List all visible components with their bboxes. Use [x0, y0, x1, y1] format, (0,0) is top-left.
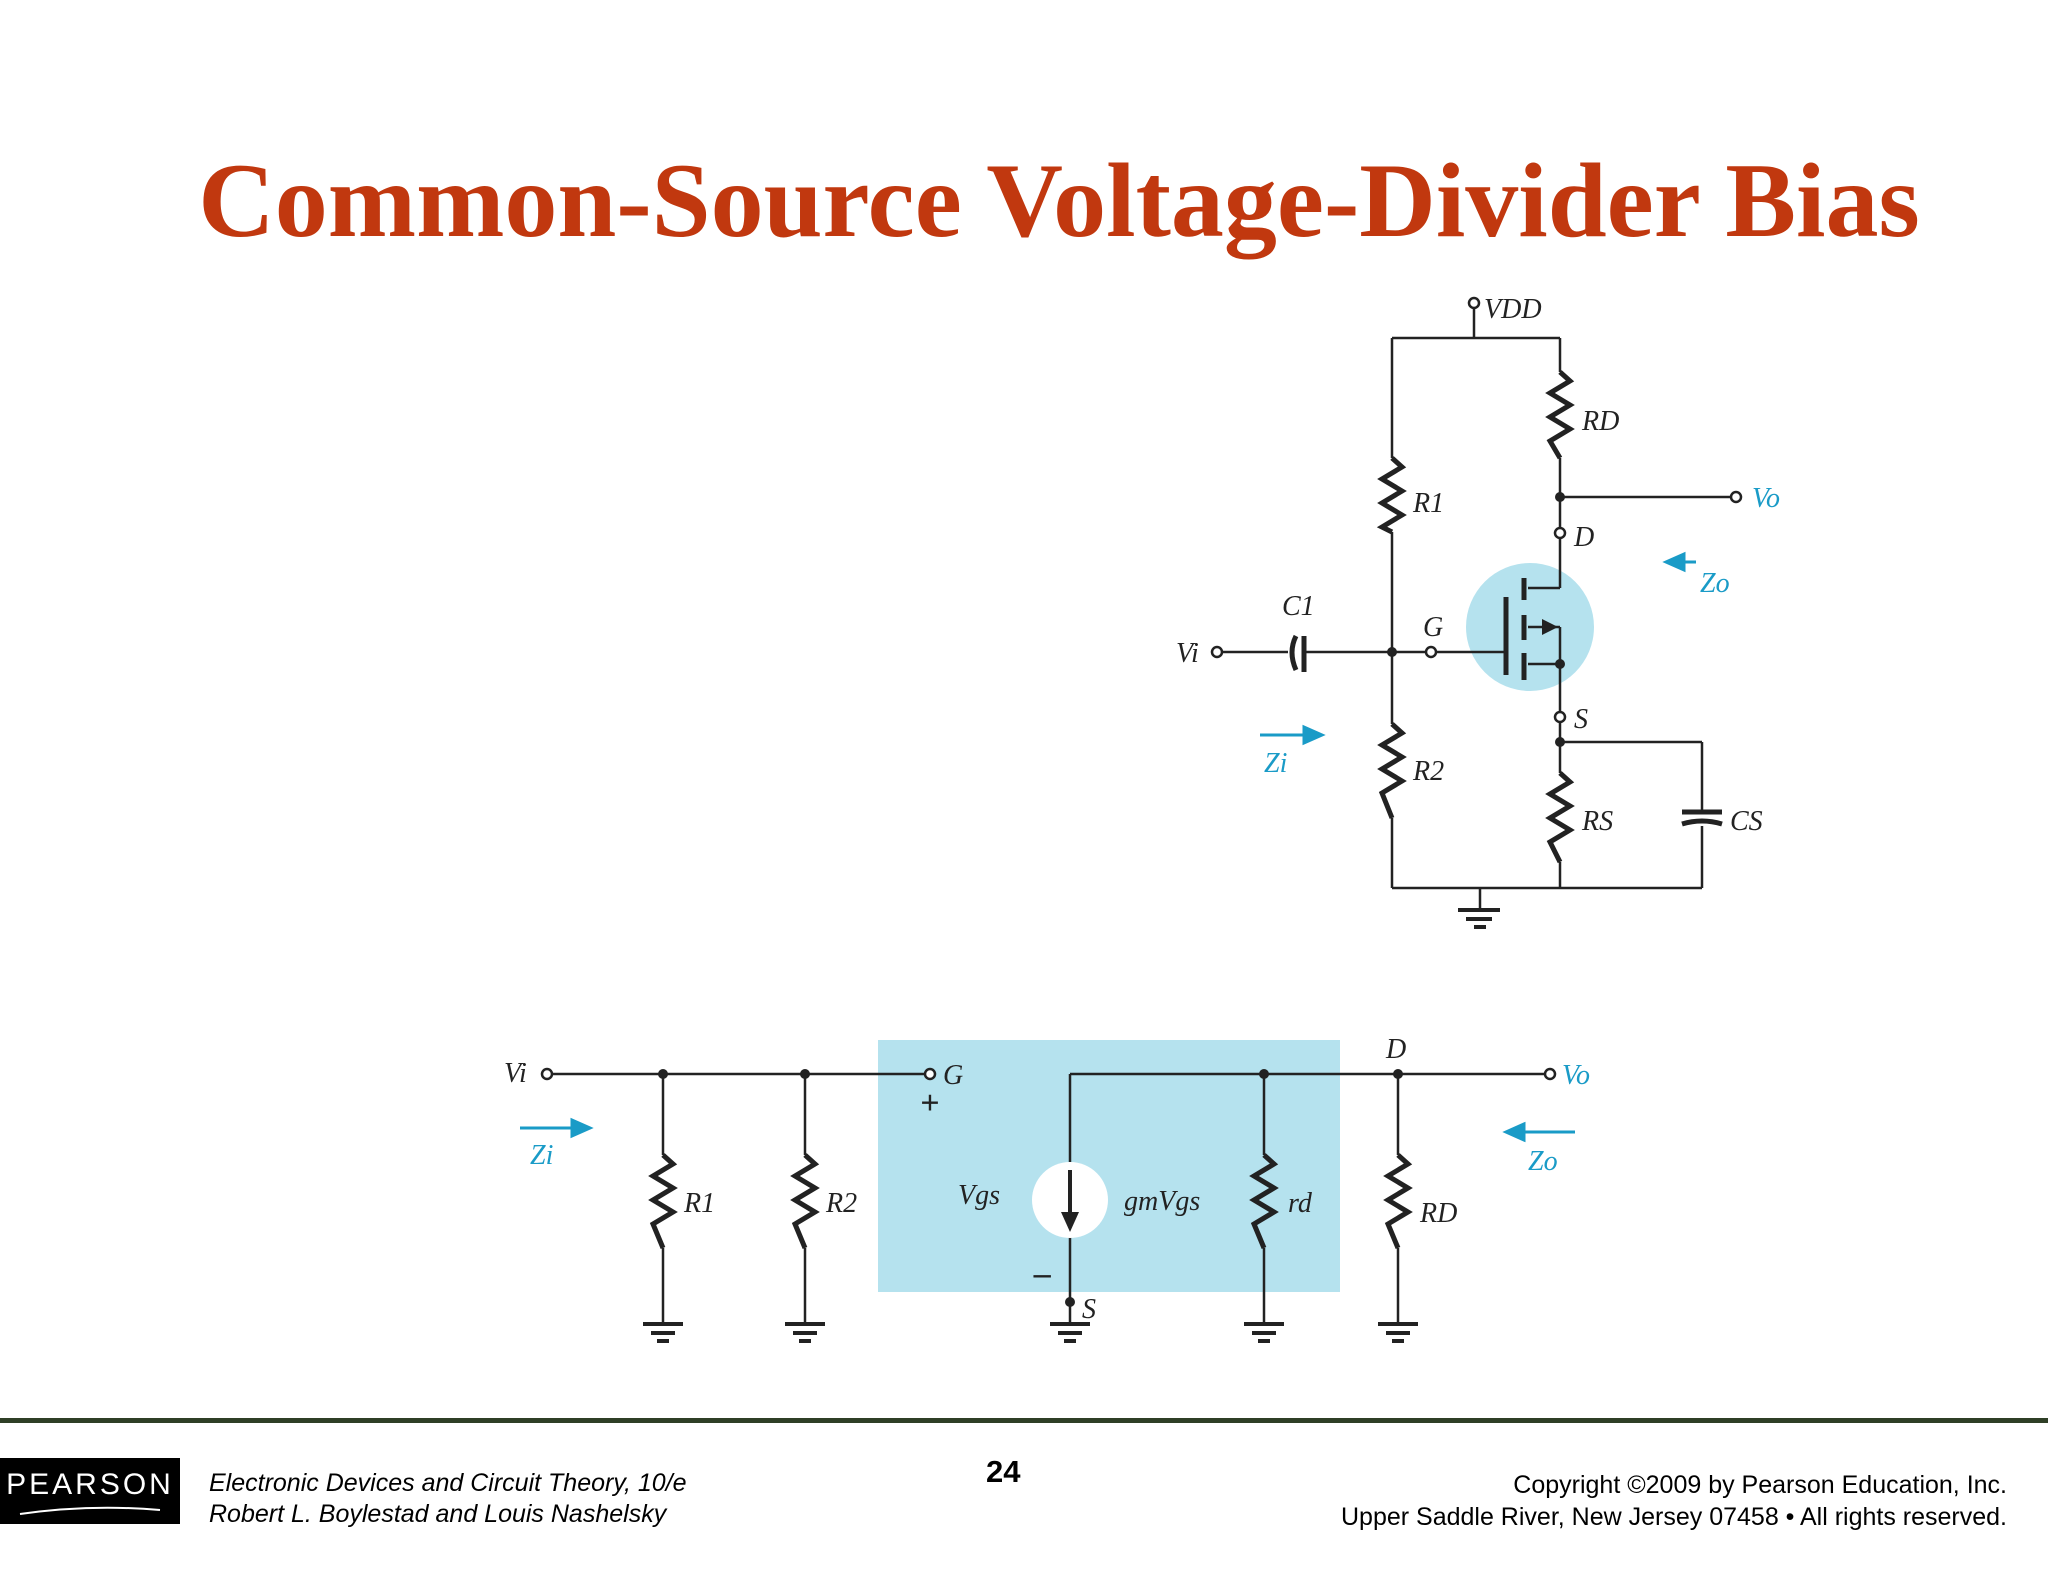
gm-vgs-label: gmVgs — [1124, 1186, 1200, 1217]
book-authors: Robert L. Boylestad and Louis Nashelsky — [209, 1500, 667, 1528]
vdd-label: VDD — [1484, 294, 1542, 325]
zi-label: Zi — [1264, 748, 1287, 779]
model-gate-label: G — [943, 1060, 963, 1091]
model-rd-small-label: rd — [1288, 1188, 1313, 1219]
cs-label: CS — [1730, 806, 1763, 837]
r1-label: R1 — [1412, 488, 1444, 519]
book-title: Electronic Devices and Circuit Theory, 1… — [209, 1469, 687, 1497]
ac-equivalent-circuit: Vi G D S R1 R2 rd RD Vgs gmVgs + – Vo Zi… — [504, 1034, 1590, 1343]
model-zi-label: Zi — [530, 1140, 553, 1171]
plus-sign: + — [920, 1085, 939, 1122]
model-zo-label: Zo — [1528, 1146, 1558, 1177]
r2-label: R2 — [1412, 756, 1444, 787]
page-number: 24 — [986, 1454, 1021, 1489]
logo-swoosh-icon — [19, 1506, 161, 1515]
model-r1-label: R1 — [683, 1188, 715, 1219]
r2-resistor — [1377, 722, 1407, 819]
model-rd-label: RD — [1419, 1198, 1457, 1229]
rs-label: RS — [1581, 806, 1613, 837]
model-vi-label: Vi — [504, 1058, 527, 1089]
footer-divider — [0, 1418, 2048, 1423]
c1-label: C1 — [1282, 591, 1315, 622]
vo-label: Vo — [1752, 483, 1780, 514]
zo-label: Zo — [1700, 568, 1730, 599]
vi-label: Vi — [1176, 638, 1199, 669]
model-vo-label: Vo — [1562, 1060, 1590, 1091]
c1-capacitor — [1289, 634, 1307, 672]
slide-title: Common-Source Voltage-Divider Bias — [198, 142, 1920, 259]
gate-label: G — [1423, 612, 1443, 643]
r1-model-resistor — [648, 1153, 678, 1249]
pearson-logo: PEARSON — [0, 1458, 180, 1524]
rd-resistor — [1545, 370, 1575, 460]
model-drain-label: D — [1385, 1034, 1406, 1065]
cs-capacitor — [1681, 809, 1723, 827]
rs-resistor — [1545, 771, 1575, 864]
model-source-label: S — [1082, 1294, 1096, 1325]
r2-model-resistor — [790, 1153, 820, 1249]
rd-model-resistor — [1383, 1153, 1413, 1249]
model-r2-label: R2 — [825, 1188, 857, 1219]
vgs-label: Vgs — [958, 1180, 1000, 1211]
minus-sign: – — [1033, 1255, 1051, 1292]
logo-text: PEARSON — [6, 1468, 174, 1501]
source-label: S — [1574, 704, 1588, 735]
rd-small-resistor — [1249, 1153, 1279, 1249]
drain-label: D — [1573, 522, 1594, 553]
publisher-address: Upper Saddle River, New Jersey 07458 • A… — [1340, 1503, 2007, 1531]
voltage-divider-bias-circuit: VDD RD R1 R2 RS CS C1 Vi G D S Vo Zi Zo — [1176, 294, 1780, 929]
rd-label: RD — [1581, 406, 1619, 437]
copyright: Copyright ©2009 by Pearson Education, In… — [1513, 1471, 2007, 1499]
r1-resistor — [1376, 456, 1407, 535]
